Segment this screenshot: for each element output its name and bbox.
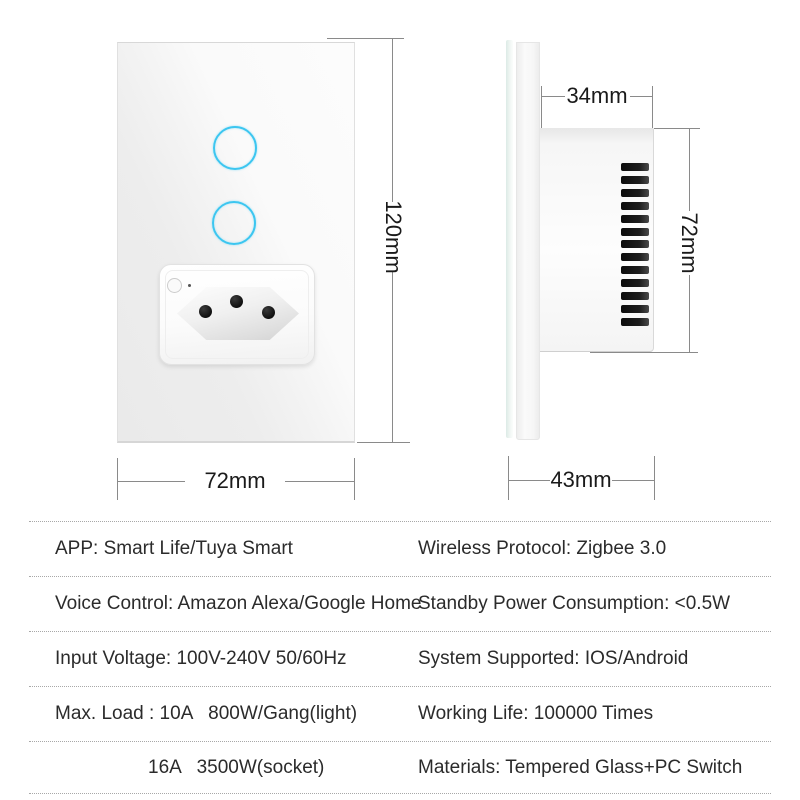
dim-tick bbox=[654, 456, 655, 500]
side-mounting-box bbox=[540, 128, 654, 352]
vent-slot bbox=[621, 304, 649, 313]
touch-button-top bbox=[213, 126, 257, 170]
dim-line bbox=[508, 480, 550, 481]
dim-tick bbox=[541, 86, 542, 128]
vent-slot bbox=[621, 292, 649, 300]
spec-working-life: Working Life: 100000 Times bbox=[418, 703, 654, 724]
vent-slot bbox=[621, 266, 649, 275]
dim-line bbox=[541, 96, 565, 97]
socket-touch-button bbox=[167, 278, 182, 293]
vent-slot bbox=[621, 240, 649, 249]
dim-line bbox=[630, 96, 652, 97]
dim-extension-line bbox=[590, 352, 698, 353]
socket-led-indicator bbox=[188, 284, 191, 287]
vent-slot bbox=[621, 214, 649, 223]
power-socket bbox=[159, 264, 315, 365]
dim-line bbox=[117, 481, 185, 482]
vent-slot bbox=[621, 227, 649, 236]
dim-line bbox=[689, 275, 690, 352]
dim-line bbox=[612, 480, 654, 481]
dim-extension-line bbox=[654, 128, 700, 129]
vent-slot bbox=[621, 253, 649, 262]
side-glass-edge bbox=[506, 40, 513, 438]
dim-label-box-depth: 34mm bbox=[566, 83, 628, 108]
spec-input-voltage: Input Voltage: 100V-240V 50/60Hz bbox=[55, 648, 347, 669]
spec-row-app: APP: Smart Life/Tuya Smart Wireless Prot… bbox=[29, 521, 771, 576]
dim-label-front-width: 72mm bbox=[204, 468, 266, 493]
spec-app: APP: Smart Life/Tuya Smart bbox=[55, 538, 293, 559]
socket-pin-hole-right bbox=[262, 306, 275, 319]
touch-button-bottom bbox=[212, 201, 256, 245]
spec-row-socket-load: 16A 3500W(socket) Materials: Tempered Gl… bbox=[29, 741, 771, 794]
dim-line bbox=[285, 481, 355, 482]
dim-tick bbox=[508, 456, 509, 500]
dim-tick bbox=[354, 458, 355, 500]
dim-label-front-height: 120mm bbox=[381, 200, 406, 274]
spec-row-max-load: Max. Load : 10A 800W/Gang(light) Working… bbox=[29, 686, 771, 741]
dim-extension-line bbox=[327, 38, 404, 39]
spec-max-load-light: Max. Load : 10A 800W/Gang(light) bbox=[55, 703, 358, 724]
spec-materials: Materials: Tempered Glass+PC Switch bbox=[418, 756, 743, 778]
dim-line bbox=[689, 128, 690, 211]
vent-slot bbox=[621, 175, 649, 184]
vent-slot bbox=[621, 201, 649, 210]
dim-line bbox=[392, 38, 393, 202]
vent-slot bbox=[621, 279, 649, 288]
dim-line bbox=[392, 272, 393, 442]
spec-standby-power: Standby Power Consumption: <0.5W bbox=[418, 593, 731, 614]
spec-row-voice: Voice Control: Amazon Alexa/Google Home … bbox=[29, 576, 771, 631]
side-frame-edge bbox=[516, 42, 540, 440]
socket-pin-hole-left bbox=[199, 305, 212, 318]
dim-tick bbox=[652, 86, 653, 128]
socket-pin-hole-center bbox=[230, 295, 243, 308]
spec-row-voltage: Input Voltage: 100V-240V 50/60Hz System … bbox=[29, 631, 771, 686]
dim-tick bbox=[117, 458, 118, 500]
spec-system-supported: System Supported: IOS/Android bbox=[418, 648, 689, 669]
socket-ridge bbox=[165, 270, 309, 359]
switch-front-panel bbox=[117, 42, 355, 443]
vent-slot bbox=[621, 317, 649, 326]
spec-wireless-protocol: Wireless Protocol: Zigbee 3.0 bbox=[418, 538, 667, 559]
dim-label-total-depth: 43mm bbox=[550, 467, 612, 492]
spec-table: APP: Smart Life/Tuya Smart Wireless Prot… bbox=[29, 521, 771, 794]
spec-max-load-socket: 16A 3500W(socket) bbox=[148, 756, 325, 778]
dim-label-vent-height: 72mm bbox=[677, 212, 702, 274]
vent-slot bbox=[621, 188, 649, 197]
dim-extension-line bbox=[357, 442, 410, 443]
vent-slot bbox=[621, 163, 649, 171]
spec-voice-control: Voice Control: Amazon Alexa/Google Home bbox=[55, 593, 422, 614]
